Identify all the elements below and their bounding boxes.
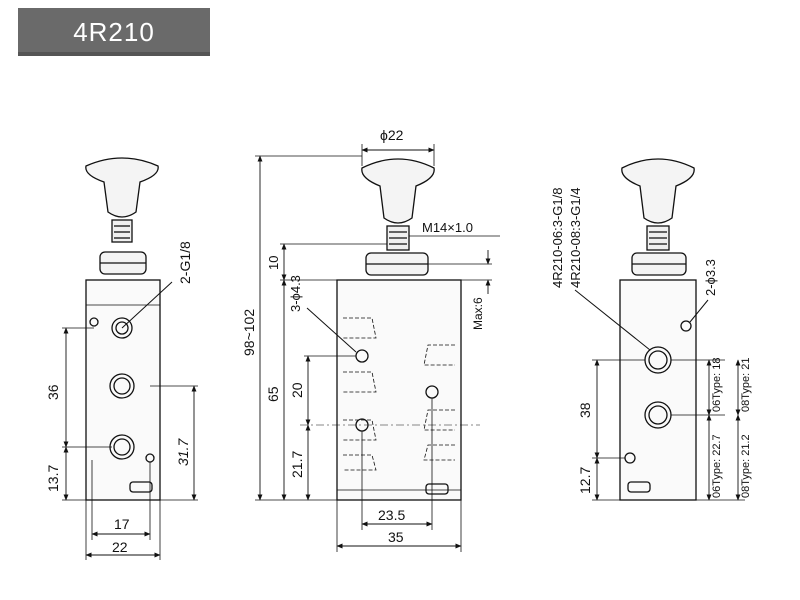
side-dim-23-5: 23.5 (378, 507, 405, 523)
rear-mount-hole-top (680, 320, 692, 332)
rear-body (619, 279, 697, 501)
model-title: 4R210 (73, 16, 155, 47)
rear-type08-b: 08Type: 21 (740, 358, 752, 412)
front-dim-36: 36 (45, 384, 61, 400)
front-port-top (111, 317, 133, 339)
side-dim-65: 65 (265, 386, 281, 402)
rear-port-06: 4R210-06:3-G1/8 (550, 188, 565, 288)
rear-view-labels: 4R210-06:3-G1/8 4R210-08:3-G1/4 2-ϕ3.3 3… (550, 188, 752, 498)
rear-knob (621, 158, 695, 224)
rear-port-08: 4R210-08:3-G1/4 (568, 188, 583, 288)
front-mount-hole-top (89, 317, 99, 327)
front-dim-22: 22 (112, 539, 128, 555)
front-dim-13-7: 13.7 (45, 465, 61, 492)
side-view (255, 144, 500, 552)
rear-type06-a: 06Type: 22.7 (711, 434, 723, 498)
side-dim-21-7: 21.7 (289, 451, 305, 478)
front-port-mid (109, 373, 135, 399)
rear-type06-b: 06Type: 18 (711, 358, 723, 412)
side-dim-98-102: 98~102 (241, 309, 257, 356)
front-dim-17: 17 (114, 516, 130, 532)
side-dim-max6: Max:6 (471, 297, 485, 330)
side-dim-phi22: ϕ22 (380, 127, 404, 143)
side-dim-holes: 3-ϕ4.3 (288, 275, 303, 312)
front-port-label: 2-G1/8 (177, 241, 193, 284)
front-knob (85, 157, 159, 218)
rear-type08-a: 08Type: 21.2 (740, 434, 752, 498)
front-dim-31-7: 31.7 (175, 438, 191, 466)
rear-dim-12-7: 12.7 (577, 467, 593, 494)
front-view-labels: 2-G1/8 36 13.7 31.7 17 22 (45, 241, 193, 555)
front-stem (111, 219, 133, 243)
rear-dim-38: 38 (577, 402, 593, 418)
rear-view (574, 158, 745, 501)
side-dim-10: 10 (266, 256, 281, 270)
rear-dim-holes: 2-ϕ3.3 (703, 259, 718, 296)
title-banner: 4R210 (18, 8, 210, 56)
front-view (62, 157, 198, 560)
front-body (85, 279, 161, 501)
side-dim-20: 20 (289, 382, 305, 398)
side-body (336, 279, 462, 501)
side-dim-m14: M14×1.0 (422, 220, 473, 235)
side-knob (361, 158, 435, 224)
side-view-labels: ϕ22 M14×1.0 10 3-ϕ4.3 98~102 65 20 21.7 … (241, 127, 485, 545)
side-dim-35: 35 (388, 529, 404, 545)
